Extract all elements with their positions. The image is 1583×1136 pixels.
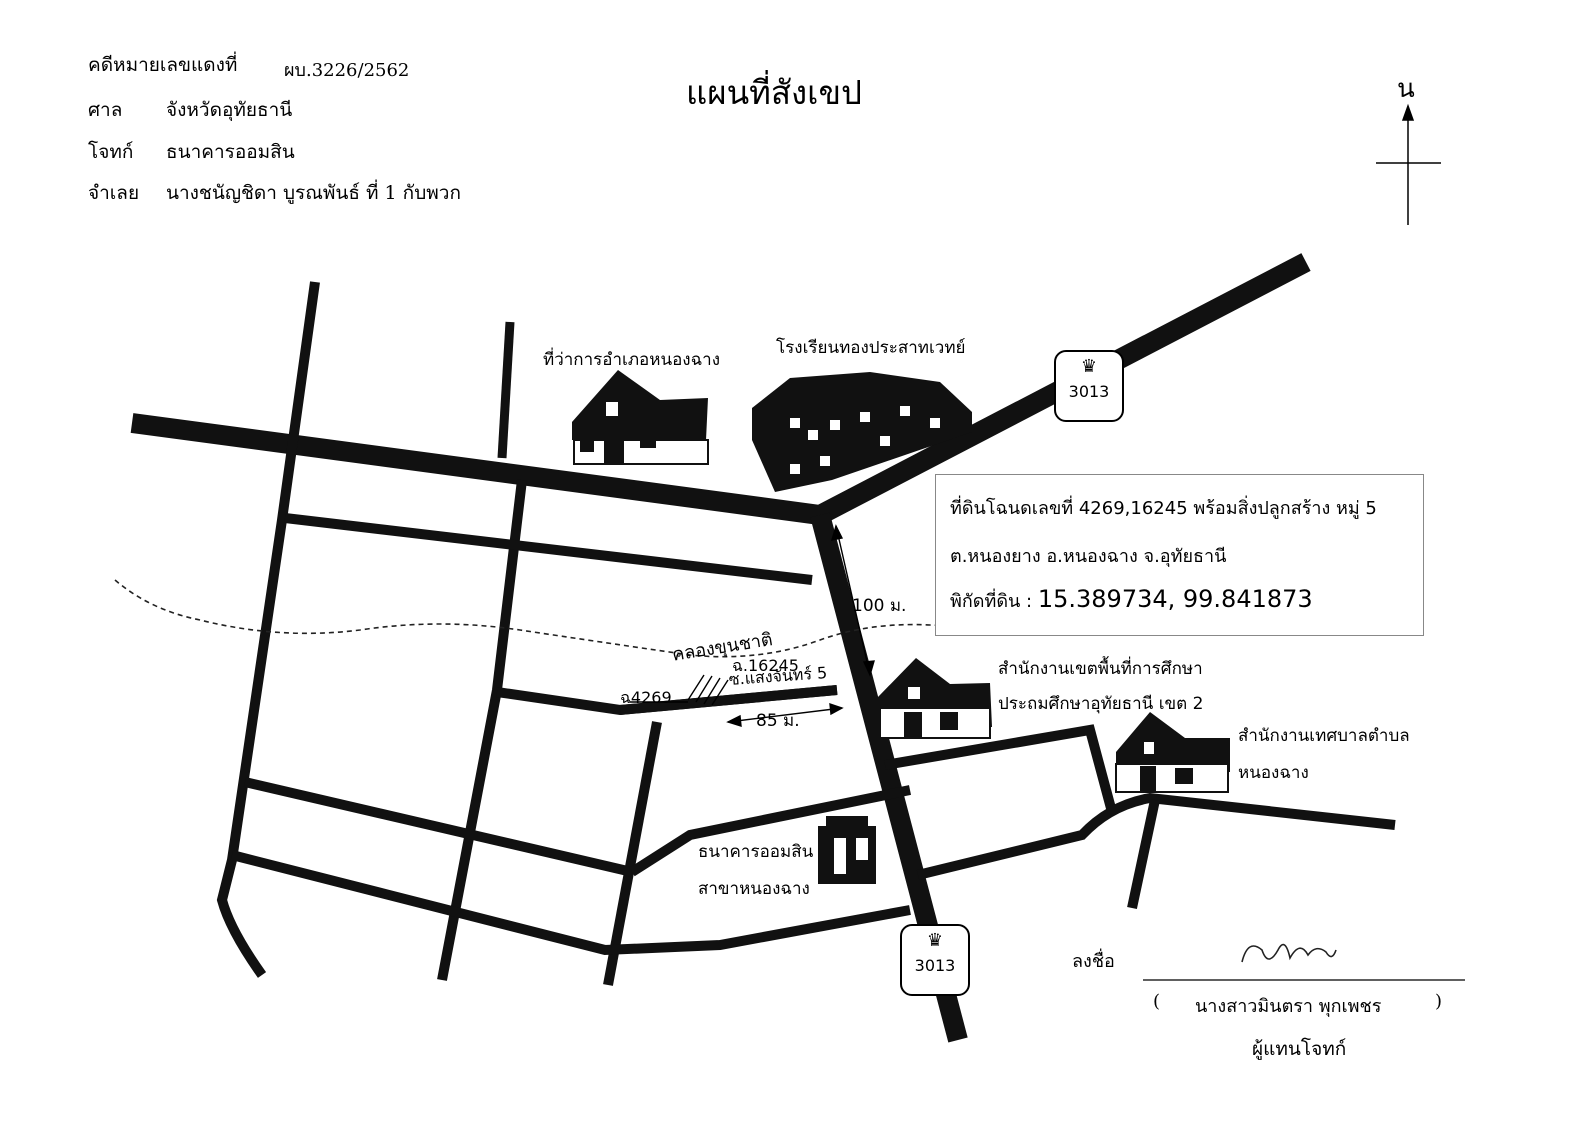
highway-shield-3013-south: ♛ 3013 [900,924,970,996]
signer-close-paren: ) [1435,991,1443,1012]
school-label: โรงเรียนทองประสาทเวทย์ [776,338,966,358]
case-number-value: ผบ.3226/2562 [284,60,410,81]
land-location-line: ต.หนองยาง อ.หนองฉาง จ.อุทัยธานี [950,546,1227,567]
bank-label-1: ธนาคารออมสิน [698,842,814,862]
signer-open-paren: ( [1153,991,1161,1012]
land-plot-marker [630,674,729,706]
highway-shield-3013-north: ♛ 3013 [1054,350,1124,422]
edu-office-label-1: สำนักงานเขตพื้นที่การศึกษา [998,659,1203,679]
land-coordinates-line: พิกัดที่ดิน : 15.389734, 99.841873 [950,585,1313,615]
house-icon-edu-office [878,658,992,739]
defendant-value: นางชนัญชิดา บูรณพันธ์ ที่ 1 กับพวก [166,182,461,204]
road-inner-vertical [603,721,662,986]
court-value: จังหวัดอุทัยธานี [166,99,293,121]
bank-building-icon [818,816,876,884]
road-east-1 [884,724,1117,814]
road-far-left [216,281,320,978]
case-number-label: คดีหมายเลขแดงที่ [88,54,238,76]
land-deed-line: ที่ดินโฉนดเลขที่ 4269,16245 พร้อมสิ่งปลู… [950,498,1377,519]
highway-number: 3013 [914,956,956,975]
distance-100m-label: 100 ม. [852,596,907,616]
handwritten-signature [1241,943,1337,963]
plaintiff-label: โจทก์ [88,141,134,163]
road-soi-branch [619,685,838,715]
road-east-2 [916,792,1396,880]
municipal-label-2: หนองฉาง [1238,763,1309,783]
school-compound-icon [752,372,972,492]
house-icon-municipal [1115,712,1230,793]
bank-label-2: สาขาหนองฉาง [698,879,810,899]
map-title: แผนที่สังเขป [686,73,862,112]
district-office-label: ที่ว่าการอำเภอหนองฉาง [543,350,721,370]
signer-role: ผู้แทนโจทก์ [1252,1038,1347,1060]
road-east-3 [1127,798,1160,910]
sign-label: ลงชื่อ [1072,951,1115,972]
road-h-1 [284,513,813,585]
road-left-short [497,321,515,459]
north-arrow-icon [1376,103,1441,225]
road-h-3 [243,777,634,877]
road-h-bank [629,785,912,877]
municipal-label-1: สำนักงานเทศบาลตำบล [1238,726,1410,746]
garuda-emblem-icon: ♛ [1080,356,1098,377]
edu-office-label-2: ประถมศึกษาอุทัยธานี เขต 2 [998,694,1204,714]
plaintiff-value: ธนาคารออมสิน [166,141,295,163]
signer-name: นางสาวมินตรา พุกเพชร [1195,996,1382,1017]
north-label: น [1397,74,1415,104]
defendant-label: จำเลย [88,182,140,204]
court-label: ศาล [88,99,123,121]
deed-4269-label: ฉ4269 [620,688,672,707]
deed-16245-label: ฉ.16245 [732,656,799,675]
dist-100-arrow [835,525,871,676]
land-info-box: ที่ดินโฉนดเลขที่ 4269,16245 พร้อมสิ่งปลู… [935,474,1424,636]
garuda-emblem-icon: ♛ [926,930,944,951]
dist-85-arrow [727,707,843,723]
house-icon-district-office [572,370,709,465]
coordinates-label: พิกัดที่ดิน : [950,591,1033,612]
road-mid-vertical [437,479,527,981]
road-h-4 [230,850,911,956]
highway-number: 3013 [1068,382,1110,401]
distance-85m-label: 85 ม. [756,711,800,731]
coordinates-value: 15.389734, 99.841873 [1037,585,1313,613]
